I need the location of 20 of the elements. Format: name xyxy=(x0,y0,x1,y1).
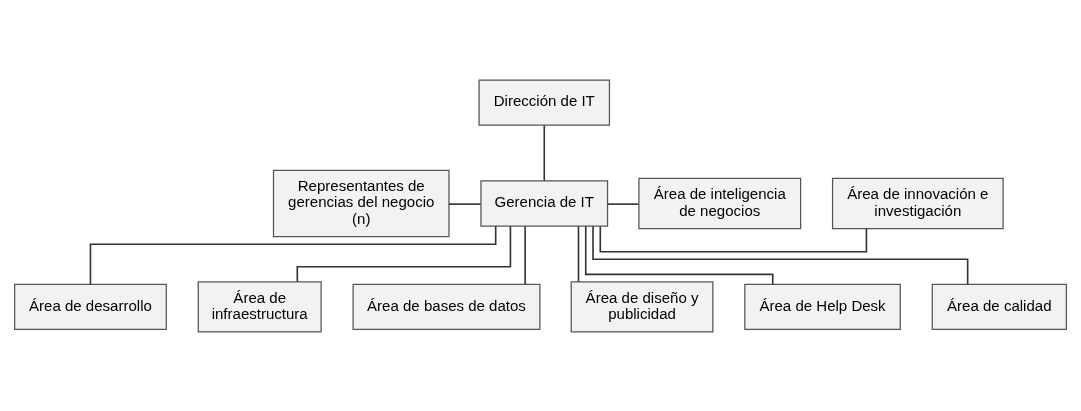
connector xyxy=(524,225,526,285)
node-box: Área de inteligencia de negocios xyxy=(638,177,802,229)
node-box: Área de diseño y publicidad xyxy=(570,280,714,333)
node-box: Representantes de gerencias del negocio (n) xyxy=(272,169,450,237)
connector xyxy=(543,124,546,181)
node-box: Área de calidad xyxy=(931,283,1067,330)
connector xyxy=(599,225,868,253)
node-box: Dirección de IT xyxy=(478,78,611,126)
node-box: Área de Help Desk xyxy=(744,283,901,330)
connector xyxy=(89,224,497,285)
node-box: Área de innovación e investigación xyxy=(831,177,1004,229)
connector xyxy=(606,202,640,205)
connector xyxy=(577,225,580,282)
node-box: Área de bases de datos xyxy=(352,283,541,330)
connector xyxy=(584,225,774,285)
node-box: Área de desarrollo xyxy=(14,283,167,330)
node-box: Gerencia de IT xyxy=(480,179,609,227)
connector xyxy=(448,202,482,205)
connector xyxy=(592,224,969,285)
node-box: Área de infraestructura xyxy=(197,280,322,333)
